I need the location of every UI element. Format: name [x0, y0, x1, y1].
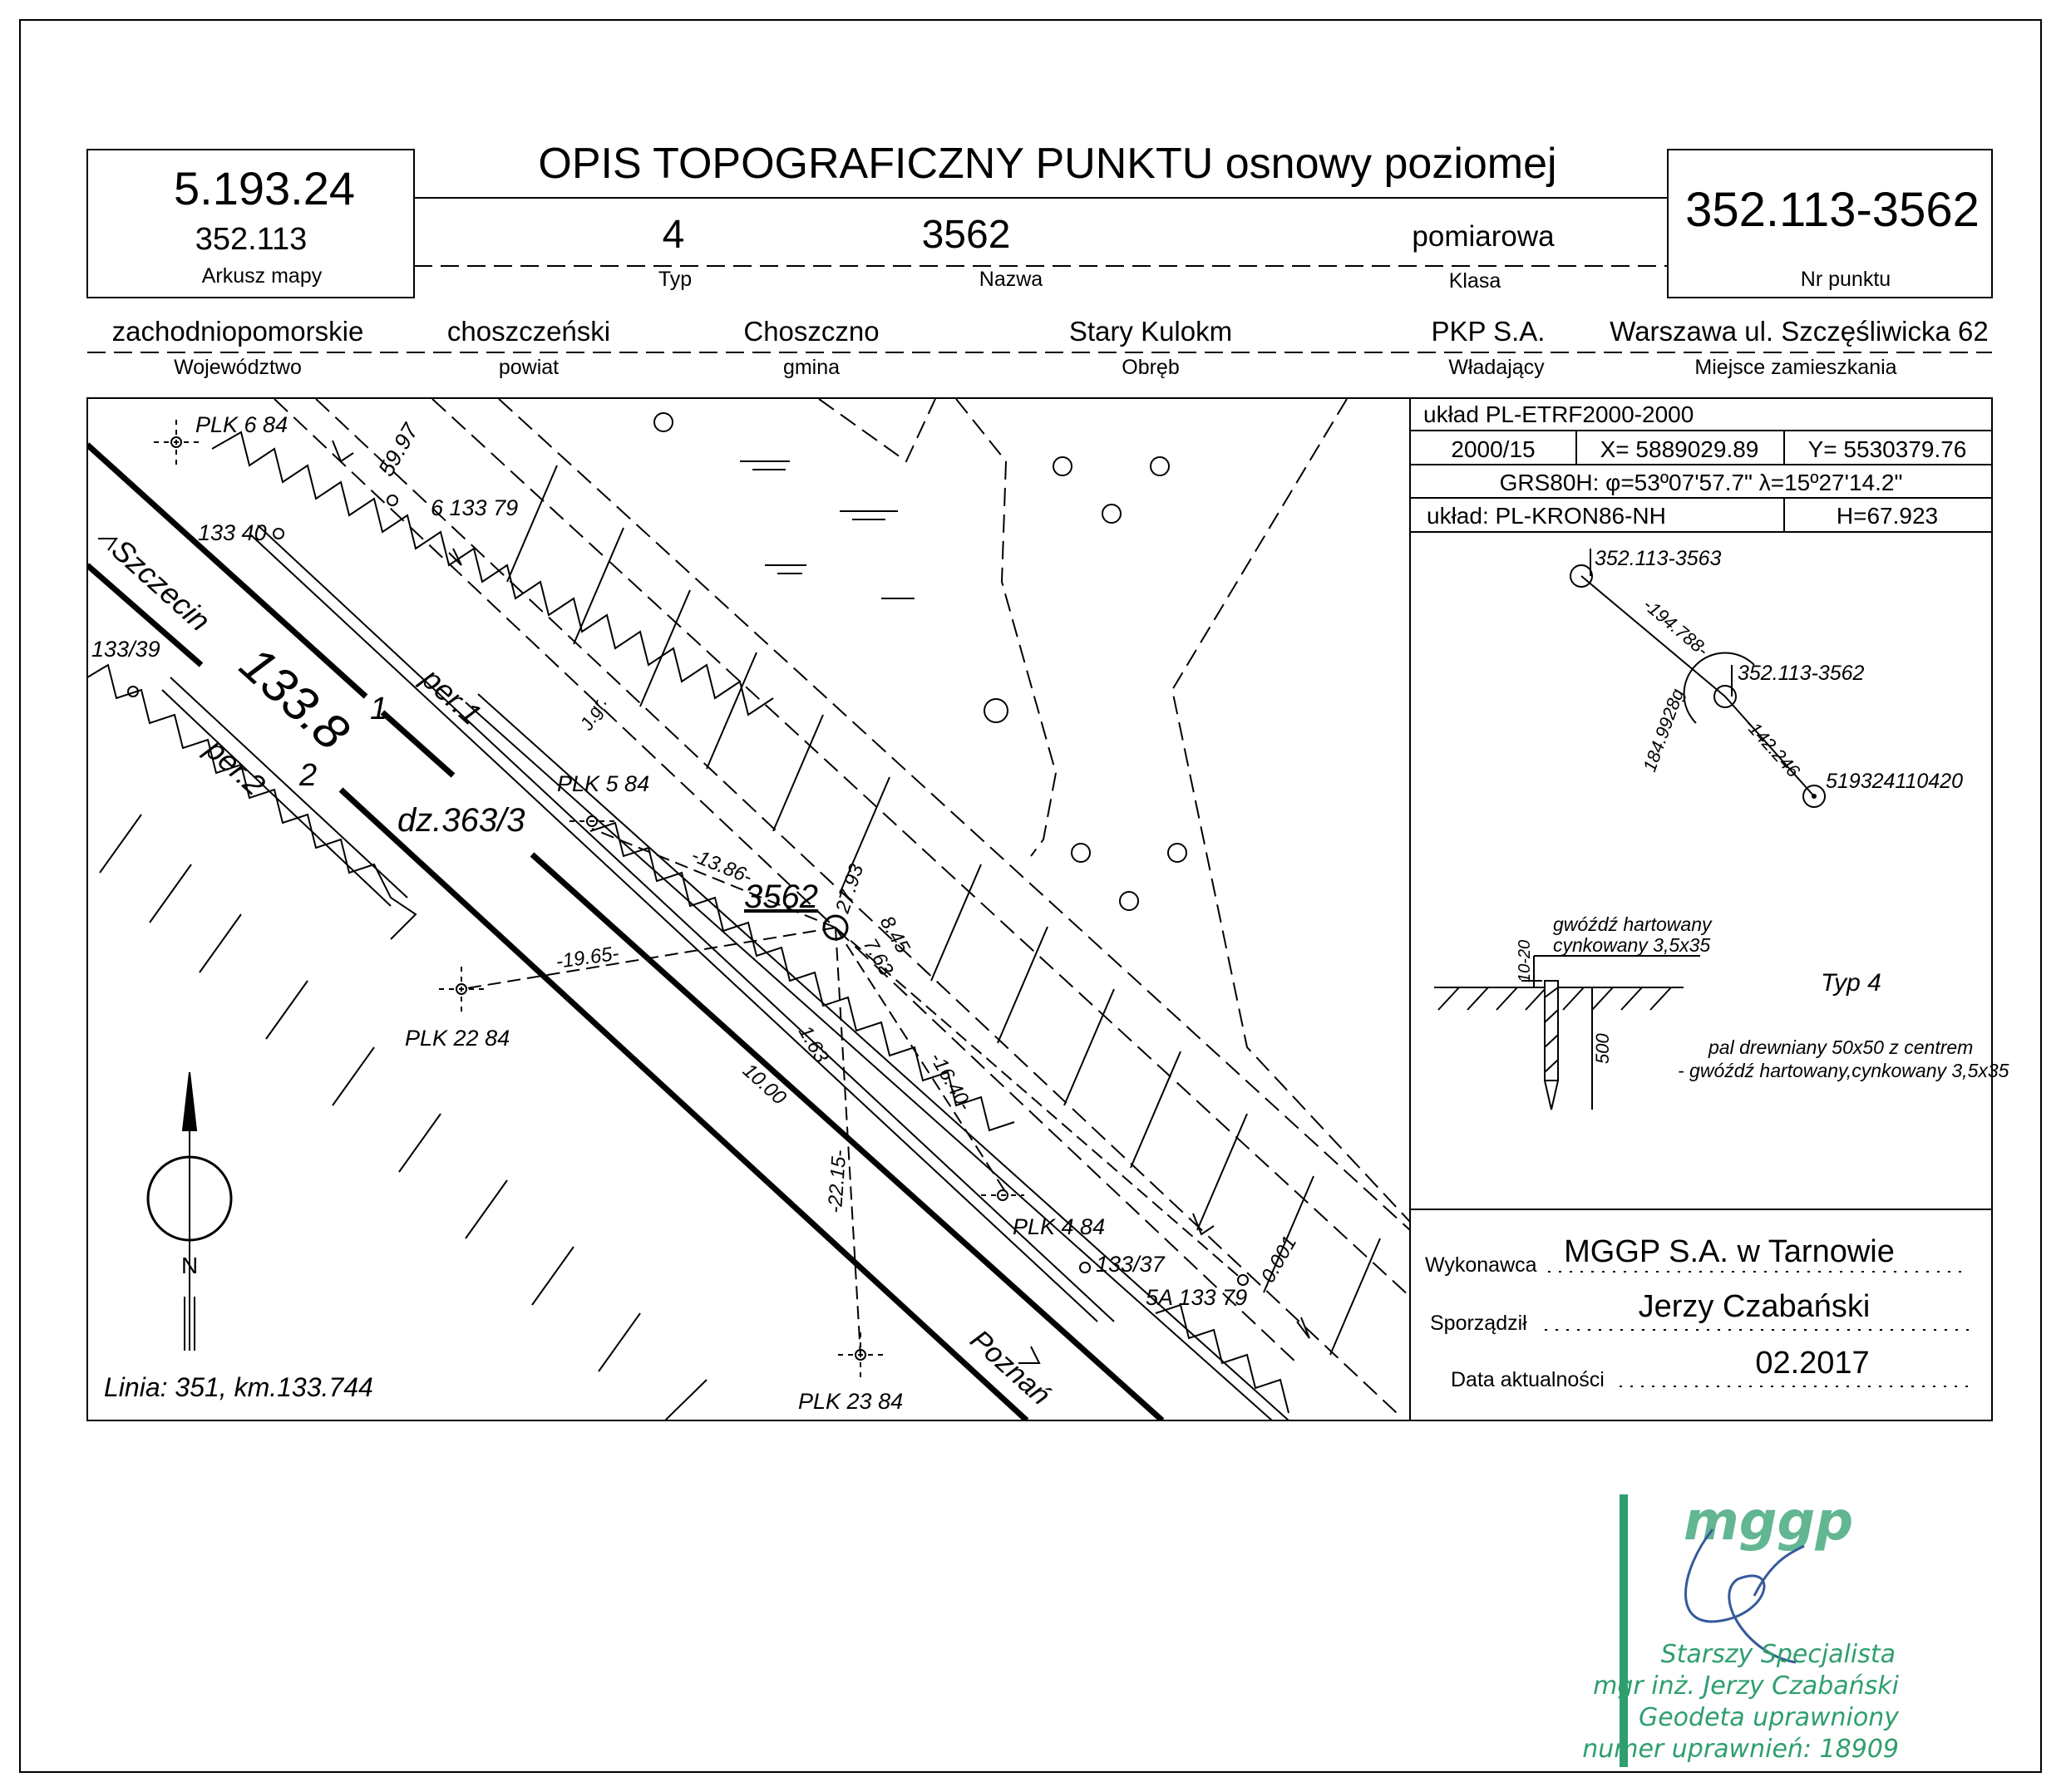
point-number-label: Nr punktu [1801, 268, 1891, 291]
track-line-2 [87, 563, 204, 667]
page-border [19, 19, 2042, 1773]
point-b-label: 519324110420 [1826, 770, 1963, 793]
stamp-title: Starszy Specjalista [1661, 1640, 1896, 1669]
sheet-title: OPIS TOPOGRAFICZNY PUNKTU osnowy poziome… [538, 140, 1556, 188]
main-frame [86, 397, 1993, 1421]
type-value: 4 [663, 213, 685, 257]
type-desc-2: - gwóźdź hartowany,cynkowany 3,5x35 [1678, 1060, 2009, 1081]
surveyor-stamp: mggp Starszy Specjalista mgr inż. Jerzy … [1582, 1491, 1900, 1767]
label-13337: 133/37 [1096, 1252, 1166, 1277]
contractor: MGGP S.A. w Tarnowie [1564, 1234, 1895, 1269]
sheet-code: 5.193.24 [174, 162, 355, 214]
class-value: pomiarowa [1412, 220, 1555, 253]
label-13340: 133 40 [198, 520, 267, 545]
stamp-role: Geodeta uprawniony [1639, 1703, 1900, 1732]
commune: Choszczno [743, 316, 879, 347]
label-km: 133.8 [229, 636, 360, 761]
label-1640: -16.40- [925, 1049, 976, 1115]
stamp-license: numer uprawnień: 18909 [1582, 1735, 1899, 1764]
label-2215: -22.15- [824, 1150, 851, 1214]
point-center-label: 352.113-3562 [1738, 662, 1865, 685]
orientation-sketch: 352.113-3563 352.113-3562 519324110420 -… [1570, 547, 1963, 808]
signature-block: Wykonawca MGGP S.A. w Tarnowie Sporządzi… [1410, 1209, 1992, 1391]
date-label: Data aktualności [1451, 1368, 1605, 1391]
date: 02.2017 [1755, 1346, 1869, 1381]
label-track1: 1 [370, 692, 387, 726]
label-dz: dz.363/3 [397, 802, 525, 839]
class-label: Klasa [1449, 269, 1501, 293]
system2: układ: PL-KRON86-NH [1427, 503, 1666, 529]
contractor-label: Wykonawca [1425, 1253, 1537, 1277]
north-arrow-icon: N [146, 1071, 233, 1351]
point-number: 352.113-3562 [1685, 183, 1980, 237]
zone: 2000/15 [1451, 436, 1535, 462]
label-13339: 133/39 [91, 637, 160, 662]
sheet-number: 352.113 [195, 222, 308, 257]
coord-y: Y= 5530379.76 [1808, 436, 1967, 462]
dist-cb: -142.246- [1740, 714, 1808, 786]
owner: PKP S.A. [1432, 316, 1546, 347]
author: Jerzy Czabański [1639, 1289, 1871, 1324]
author-label: Sporządził [1430, 1312, 1527, 1335]
stamp-bar [1620, 1494, 1628, 1767]
label-point: 3562 [744, 879, 818, 915]
precinct-label: Obręb [1122, 356, 1179, 379]
label-plk484: PLK 4 84 [1013, 1214, 1105, 1239]
label-per2: per.2 [199, 731, 272, 802]
angle-label: 184.9928g [1639, 686, 1688, 775]
voivodeship-label: Województwo [174, 356, 302, 379]
dim-depth: 500 [1592, 1033, 1613, 1064]
track-line-1 [87, 442, 368, 699]
type-desc-1: pal drewniany 50x50 z centrem [1708, 1036, 1973, 1058]
label-2793: 27.93 [831, 861, 869, 917]
nail-note-2: cynkowany 3,5x35 [1553, 934, 1710, 956]
label-plk2384: PLK 23 84 [798, 1389, 903, 1414]
system1: układ PL-ETRF2000-2000 [1423, 401, 1694, 427]
precinct: Stary Kulokm [1069, 316, 1232, 347]
owner-label: Władający [1448, 356, 1545, 379]
type-sketch: gwóźdź hartowany cynkowany 3,5x35 10-20 … [1434, 913, 2009, 1110]
header: OPIS TOPOGRAFICZNY PUNKTU osnowy poziome… [86, 140, 1993, 298]
point-a-label: 352.113-3563 [1595, 547, 1722, 570]
label-1965: -19.65- [555, 943, 620, 973]
commune-label: gmina [783, 356, 840, 379]
label-plk584: PLK 5 84 [557, 771, 649, 796]
map-sketch: PLK 6 84 6 133 79 59.97 133 40 Szczecin … [87, 399, 1409, 1420]
stamp-name: mgr inż. Jerzy Czabański [1593, 1671, 1900, 1701]
grs: GRS80H: φ=53º07'57.7" λ=15º27'14.2" [1500, 470, 1903, 495]
residence-label: Miejsce zamieszkania [1694, 356, 1896, 379]
coord-x: X= 5889029.89 [1600, 436, 1759, 462]
stamp-signature [1684, 1529, 1805, 1664]
label-5997: 59.97 [373, 419, 423, 480]
survey-point-marker [822, 914, 849, 941]
label-plk684: PLK 6 84 [195, 412, 288, 437]
label-5a: 5A 133 79 [1146, 1285, 1247, 1310]
north-label: N [181, 1253, 198, 1278]
dim-top: 10-20 [1516, 940, 1534, 982]
dist-ab: -194.788- [1639, 594, 1713, 661]
coordinate-table: układ PL-ETRF2000-2000 2000/15 X= 588902… [1410, 401, 1992, 533]
coord-h: H=67.923 [1837, 503, 1938, 529]
label-plk2284: PLK 22 84 [405, 1026, 510, 1051]
county: choszczeński [447, 316, 610, 347]
residence: Warszawa ul. Szczęśliwicka 62 [1610, 316, 1988, 347]
type-4-label: Typ 4 [1821, 969, 1881, 997]
label-613379: 6 133 79 [431, 495, 518, 520]
stamp-logo: mggp [1684, 1491, 1853, 1553]
name-value: 3562 [922, 213, 1011, 257]
admin-row: zachodniopomorskie Województwo choszczeń… [87, 316, 1992, 379]
type-label: Typ [658, 268, 692, 291]
name-label: Nazwa [979, 268, 1043, 291]
label-0001: 0.001 [1257, 1232, 1301, 1287]
sheet-label: Arkusz mapy [202, 264, 323, 288]
label-poznan: Poznań [964, 1324, 1057, 1411]
county-label: powiat [499, 356, 559, 379]
nail-note-1: gwóźdź hartowany [1553, 913, 1713, 935]
label-track2: 2 [298, 758, 317, 793]
voivodeship: zachodniopomorskie [112, 316, 364, 347]
label-line: Linia: 351, km.133.744 [104, 1372, 373, 1402]
label-jgr: J.gr. [575, 693, 611, 735]
